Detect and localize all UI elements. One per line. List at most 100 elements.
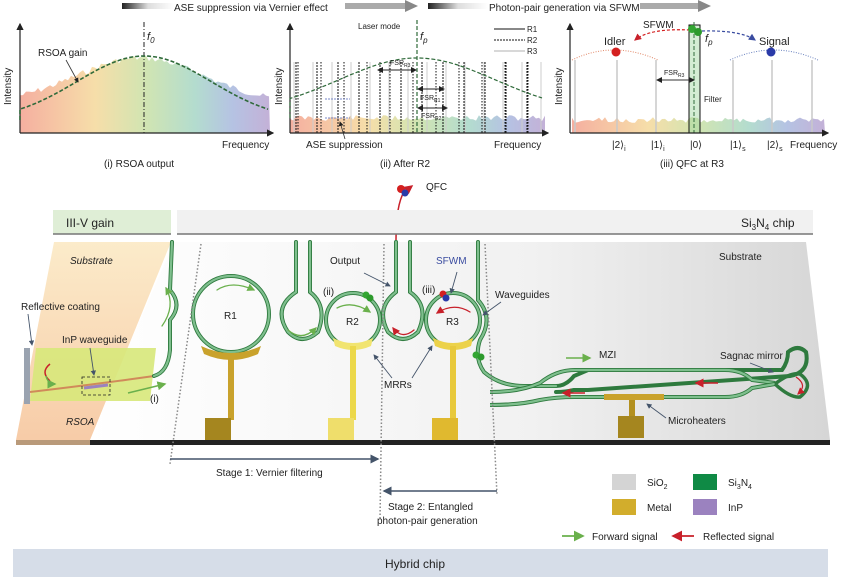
panel-ii-gain-curve (289, 57, 543, 118)
panel-i-caption: (i) RSOA output (104, 159, 174, 170)
banner-arrow-a-body (345, 3, 405, 9)
waveguides-label: Waveguides (495, 290, 550, 301)
fsr-r2-label: FSRR2 (421, 113, 442, 122)
filter-label: Filter (704, 95, 722, 104)
ring-r1-core (191, 274, 271, 354)
banner-stage-a: ASE suppression via Vernier effect (174, 3, 328, 14)
panel-iii-fp-label: fp (705, 33, 713, 47)
heater-r2-arc (333, 338, 373, 350)
heater-mzi-pad (618, 416, 644, 438)
legend-r2-label: R2 (527, 36, 538, 45)
hybrid-chip-label: Hybrid chip (385, 557, 445, 571)
legend-r1-label: R1 (527, 25, 538, 34)
point-iii-label: (iii) (422, 285, 435, 296)
output-loop-core (381, 240, 424, 341)
r2-forward-arrow (336, 304, 372, 313)
legend-sio2-label: SiO2 (647, 478, 668, 491)
rsoa-gain-curve (19, 55, 269, 120)
ring-r2-label: R2 (346, 317, 359, 328)
inp-waveguide-segment (83, 383, 109, 390)
microheaters-pointer (646, 403, 667, 419)
banner-arrow-a-head (405, 0, 418, 12)
sagnac-reflected-arrow (795, 376, 805, 395)
inp-waveguide-track (29, 375, 155, 393)
heater-mzi-lead (629, 400, 635, 418)
qfc-label: QFC (426, 182, 447, 193)
panel-iii-xlabel: Frequency (790, 140, 837, 151)
legend-swatch-inp (693, 499, 717, 515)
mrrs-pointer-r3 (411, 345, 433, 379)
legend-forward-label: Forward signal (592, 532, 658, 543)
laser-mode-label: Laser mode (358, 22, 401, 31)
legend-swatch-si3n4 (693, 474, 717, 490)
panel-i-f0-label: f0 (147, 31, 155, 45)
idler-label: Idler (604, 36, 626, 48)
si3n4-chip-label: Si3N4 chip (741, 216, 795, 232)
panel-i-xlabel: Frequency (222, 140, 269, 151)
panel-ii-ylabel: Intensity (274, 68, 285, 105)
stage-boundary-middle (379, 243, 385, 521)
si3n4-substrate (88, 242, 830, 440)
legend-r3-label: R3 (527, 47, 538, 56)
substrate-right-label: Substrate (719, 252, 762, 263)
material-legend: SiO2 Si3N4 Metal InP Forward signal Refl… (562, 474, 774, 543)
signal-photon (766, 47, 776, 57)
inp-waveguide-box (81, 376, 111, 396)
panel-ii: Laser mode fp FSRR3 FSRR1 FSRR2 R1 R2 R3… (274, 20, 550, 170)
r1-forward-arrow (216, 283, 256, 291)
legend-reflected-label: Reflected signal (703, 532, 774, 543)
bus-waveguide-1-core (152, 240, 178, 378)
rsoa-output-arrow (127, 381, 167, 394)
r3-reflected-arrow (435, 306, 471, 314)
mzi-label: MZI (599, 350, 616, 361)
drop-loop-1-core (280, 240, 323, 341)
legend-si3n4-label: Si3N4 (728, 478, 752, 491)
panel-iii-fsr-label: FSRR3 (664, 70, 685, 79)
legend-metal-label: Metal (647, 503, 671, 514)
inp-waveguide-pointer (89, 347, 97, 376)
banner-arrow-b-body (640, 3, 698, 9)
sfwm-process-label: SFWM (643, 20, 674, 31)
mrrs-label: MRRs (384, 380, 412, 391)
fsr-r1-label: FSRR1 (420, 95, 441, 104)
panel-iii-ylabel: Intensity (554, 68, 565, 105)
idler-photon (611, 47, 621, 57)
waveguides-pointer (482, 301, 502, 316)
mzi-pump-photon-b (477, 353, 485, 361)
output-pointer (363, 272, 391, 287)
rsoa-gain-pointer (65, 59, 79, 83)
heater-r3-lead (450, 346, 456, 420)
iii-v-gain-label: III-V gain (66, 216, 114, 230)
heater-mzi-strip (604, 394, 664, 400)
sfwm-pointer (449, 271, 458, 294)
substrate-edge (88, 440, 830, 445)
sagnac-label: Sagnac mirror (720, 351, 783, 362)
panel-iii-caption: (iii) QFC at R3 (660, 159, 724, 170)
loop1-forward-arrow (287, 327, 317, 337)
state-tick-label: |1⟩i (651, 140, 665, 153)
mzi-upper-arm-core (489, 368, 776, 394)
legend-swatch-sio2 (612, 474, 636, 490)
state-tick-label: |2⟩s (767, 140, 783, 153)
state-tick-label: |0⟩ (690, 140, 702, 151)
r2-pump-photon-b (366, 294, 374, 302)
frequency-comb-lines (574, 60, 813, 133)
rsoa-label: RSOA (66, 417, 95, 428)
top-banner: ASE suppression via Vernier effect Photo… (122, 0, 711, 14)
state-tick-label: |2⟩i (612, 140, 626, 153)
heater-r1-pad (205, 418, 231, 440)
ase-suppression-pointer (338, 121, 346, 140)
qfc-signal-photon (401, 189, 409, 197)
banner-arrow-b-head (698, 0, 711, 12)
panel-ii-fp-label: fp (420, 31, 428, 45)
rsoa-spectrum-area (20, 55, 270, 134)
sfwm-chip-label: SFWM (436, 256, 467, 267)
signal-label: Signal (759, 36, 790, 48)
stage1-label: Stage 1: Vernier filtering (216, 468, 323, 479)
rsoa-forward-arrow (45, 375, 57, 389)
iii-v-gain-bar (53, 210, 171, 234)
hybrid-chip-bar (13, 549, 828, 577)
state-tick-label: |1⟩s (730, 140, 746, 153)
reflective-coating-pointer (27, 313, 35, 346)
